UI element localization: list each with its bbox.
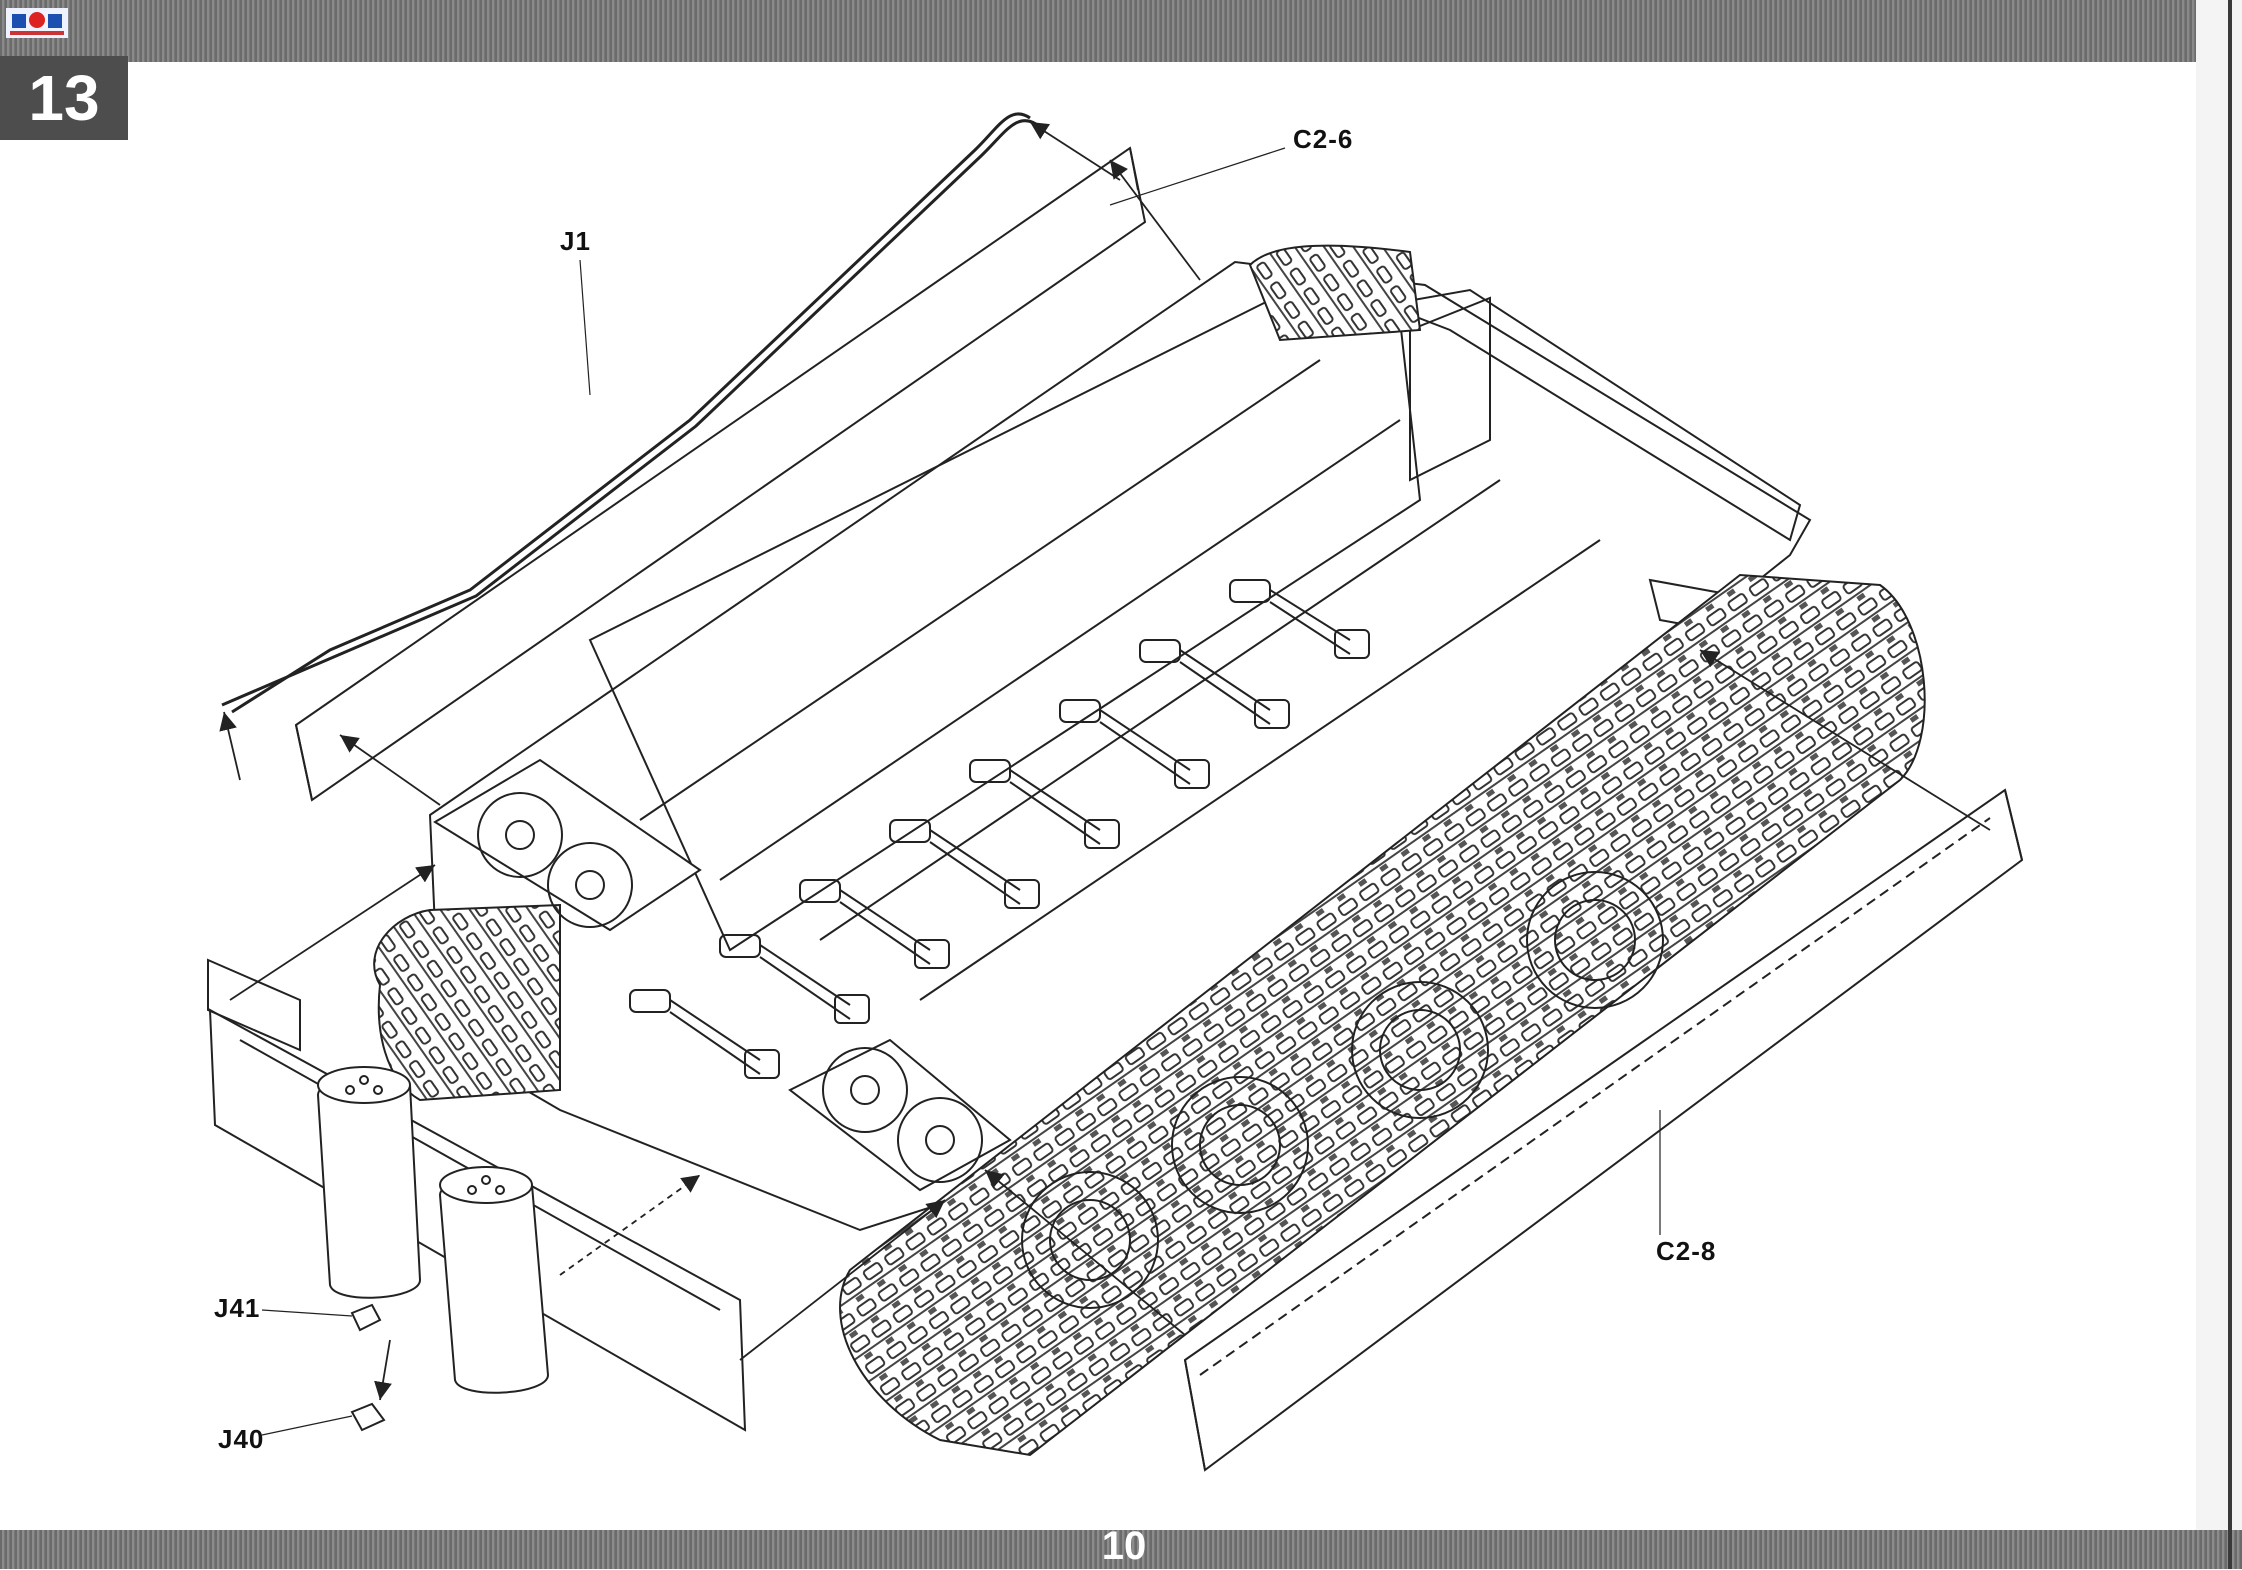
callout-j1: J1 [560, 226, 591, 256]
page-edge [2196, 0, 2242, 1569]
bracket-j40 [350, 1402, 386, 1432]
callout-leaders [261, 147, 1661, 1436]
left-track [373, 244, 1422, 1102]
callout-j41: J41 [214, 1293, 261, 1323]
publisher-logo-icon [6, 8, 68, 38]
bottom-footer-band [0, 1530, 2242, 1569]
callout-c2-6: C2-6 [1293, 124, 1354, 154]
bracket-j41 [350, 1303, 382, 1332]
callout-j40: J40 [218, 1424, 265, 1454]
step-number-badge: 13 [0, 56, 128, 140]
right-track [839, 573, 1926, 1457]
exhaust-mufflers [316, 1066, 550, 1394]
fender-panel-c2-6 [294, 146, 1147, 802]
suspension-arms [629, 579, 1370, 1079]
top-header-band [0, 0, 2242, 62]
side-skirt-c2-8 [1183, 788, 2024, 1472]
cooling-fans [433, 758, 1012, 1192]
tow-cable-j1 [221, 112, 1037, 714]
assembly-arrows [219, 121, 1991, 1401]
page-number: 10 [1101, 1524, 1147, 1568]
callout-c2-8: C2-8 [1656, 1236, 1717, 1266]
